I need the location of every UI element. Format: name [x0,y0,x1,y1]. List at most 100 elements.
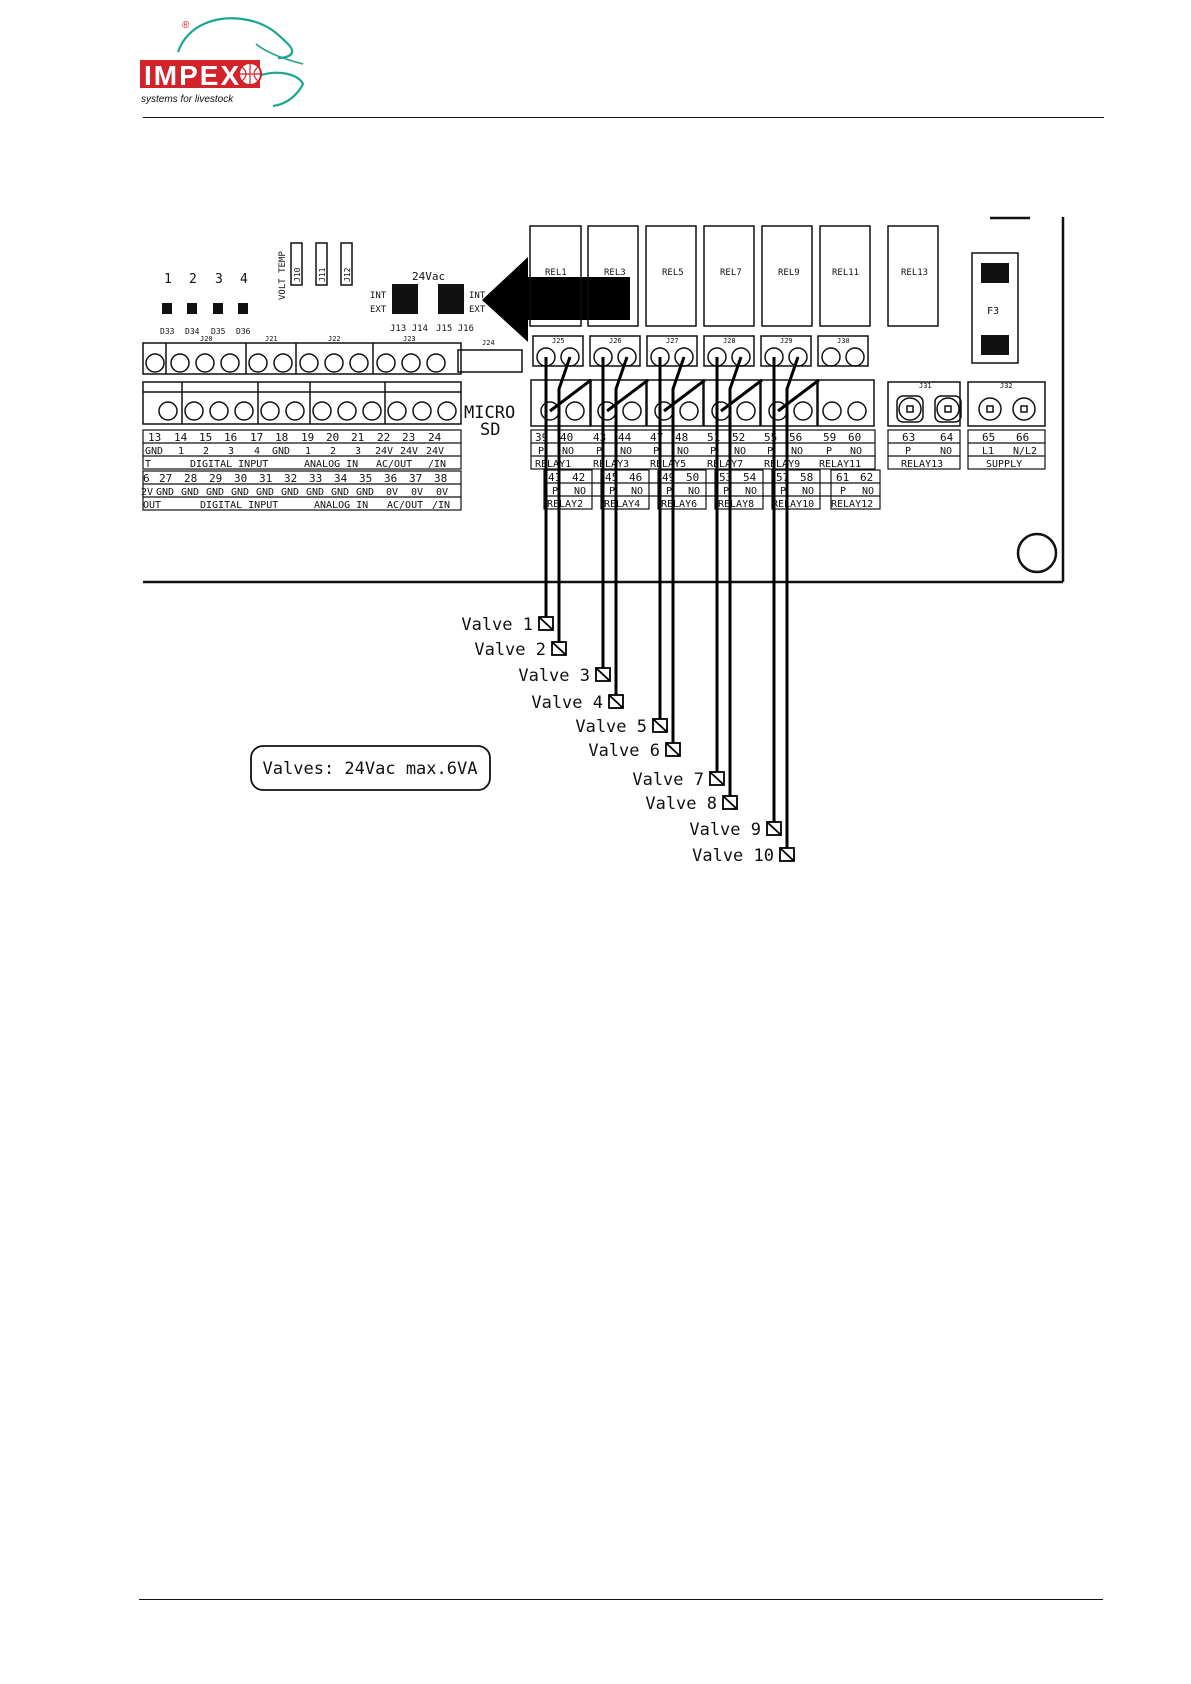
valve-label: Valve 2 [474,640,546,660]
svg-text:REL3: REL3 [604,268,626,278]
valve-3-icon [595,667,611,682]
svg-text:P: P [826,446,832,457]
svg-text:24V: 24V [400,446,418,457]
svg-text:29: 29 [209,472,222,485]
svg-text:NO: NO [562,446,574,457]
svg-text:P: P [905,446,911,457]
svg-text:40: 40 [560,431,573,444]
svg-text:SD: SD [480,420,500,440]
svg-text:GND: GND [281,487,299,498]
svg-text:REL9: REL9 [778,268,800,278]
bottom-terminal-function: 2V [141,487,153,498]
svg-text:4: 4 [254,446,260,457]
svg-text:P: P [840,486,846,497]
valve-label: Valve 3 [518,666,590,686]
header-label-j23: J23 [403,335,416,343]
micro-sd-label: MICRO [464,403,515,423]
svg-text:GND: GND [206,487,224,498]
svg-text:NO: NO [677,446,689,457]
svg-text:RELAY5: RELAY5 [650,459,686,470]
svg-text:24V: 24V [375,446,393,457]
svg-text:0V: 0V [411,487,423,498]
volt-temp-label: VOLT TEMP [278,251,288,300]
svg-text:37: 37 [409,472,422,485]
svg-text:14: 14 [174,431,188,444]
svg-text:34: 34 [334,472,348,485]
led-index-3: 3 [215,272,223,287]
svg-text:15: 15 [199,431,212,444]
svg-text:NO: NO [688,486,700,497]
svg-text:RELAY11: RELAY11 [819,459,861,470]
svg-text:J26: J26 [609,337,622,345]
svg-text:GND: GND [331,487,349,498]
header-label-j24: J24 [482,339,495,347]
svg-text:REL13: REL13 [901,268,928,278]
relay-bottom-row [543,469,881,510]
svg-text:AC/OUT: AC/OUT [376,459,412,470]
valve-10-icon [779,847,795,862]
svg-text:63: 63 [902,431,915,444]
led-label-d33: D33 [160,327,175,336]
svg-text:65: 65 [982,431,995,444]
svg-text:/IN: /IN [428,459,446,470]
svg-text:61: 61 [836,471,849,484]
relay-box-label: REL1 [545,268,567,278]
valve-symbols [538,616,795,862]
svg-text:RELAY12: RELAY12 [831,499,873,510]
svg-text:J30: J30 [837,337,850,345]
valve-6-icon [665,742,681,757]
top-terminal-function: GND [145,446,163,457]
footer-tick [1086,1599,1103,1600]
svg-text:J28: J28 [723,337,736,345]
svg-text:44: 44 [618,431,632,444]
valve-label: Valve 6 [588,741,660,761]
svg-text:18: 18 [275,431,288,444]
svg-text:2: 2 [330,446,336,457]
svg-text:62: 62 [860,471,873,484]
svg-text:64: 64 [940,431,954,444]
header-label-j21: J21 [265,335,278,343]
svg-text:22: 22 [377,431,390,444]
svg-text:REL11: REL11 [832,268,859,278]
svg-text:56: 56 [789,431,802,444]
svg-text:EXT: EXT [370,305,387,315]
top-terminal-group: T [145,459,151,470]
svg-text:19: 19 [301,431,314,444]
valve-label: Valve 8 [645,794,717,814]
svg-text:GND: GND [272,446,290,457]
svg-text:P: P [666,486,672,497]
footer-rule [139,1599,1103,1600]
valve-8-icon [722,795,738,810]
svg-text:GND: GND [256,487,274,498]
svg-text:GND: GND [156,487,174,498]
valve-2-icon [551,641,567,656]
svg-text:33: 33 [309,472,322,485]
svg-text:J27: J27 [666,337,679,345]
bottom-terminal-grid [142,470,462,511]
valve-label: Valve 7 [632,770,704,790]
svg-text:GND: GND [356,487,374,498]
logo-brand-text: IMPEX [144,60,241,91]
svg-text:NO: NO [745,486,757,497]
fuse-f3: F3 [971,252,1019,364]
led-index-2: 2 [189,272,197,287]
svg-text:52: 52 [732,431,745,444]
svg-text:P: P [596,446,602,457]
svg-text:42: 42 [572,471,585,484]
valve-1-icon [538,616,554,631]
svg-text:NO: NO [620,446,632,457]
svg-text:J12: J12 [343,267,352,282]
svg-text:RELAY7: RELAY7 [707,459,743,470]
wire-valve-4 [614,356,629,695]
svg-text:P: P [653,446,659,457]
svg-text:N/L2: N/L2 [1013,446,1037,457]
svg-text:P: P [723,486,729,497]
valve-label: Valve 1 [461,615,533,635]
bottom-terminal-number: 6 [143,472,150,485]
svg-text:P: P [780,486,786,497]
led-group: 1 2 3 4 D33 D34 D35 D36 [160,272,251,336]
svg-text:P: P [609,486,615,497]
valve-rating-text: Valves: 24Vac max.6VA [263,759,478,779]
svg-text:J15 J16: J15 J16 [436,324,474,334]
bottom-terminal-group: OUT [143,500,161,511]
